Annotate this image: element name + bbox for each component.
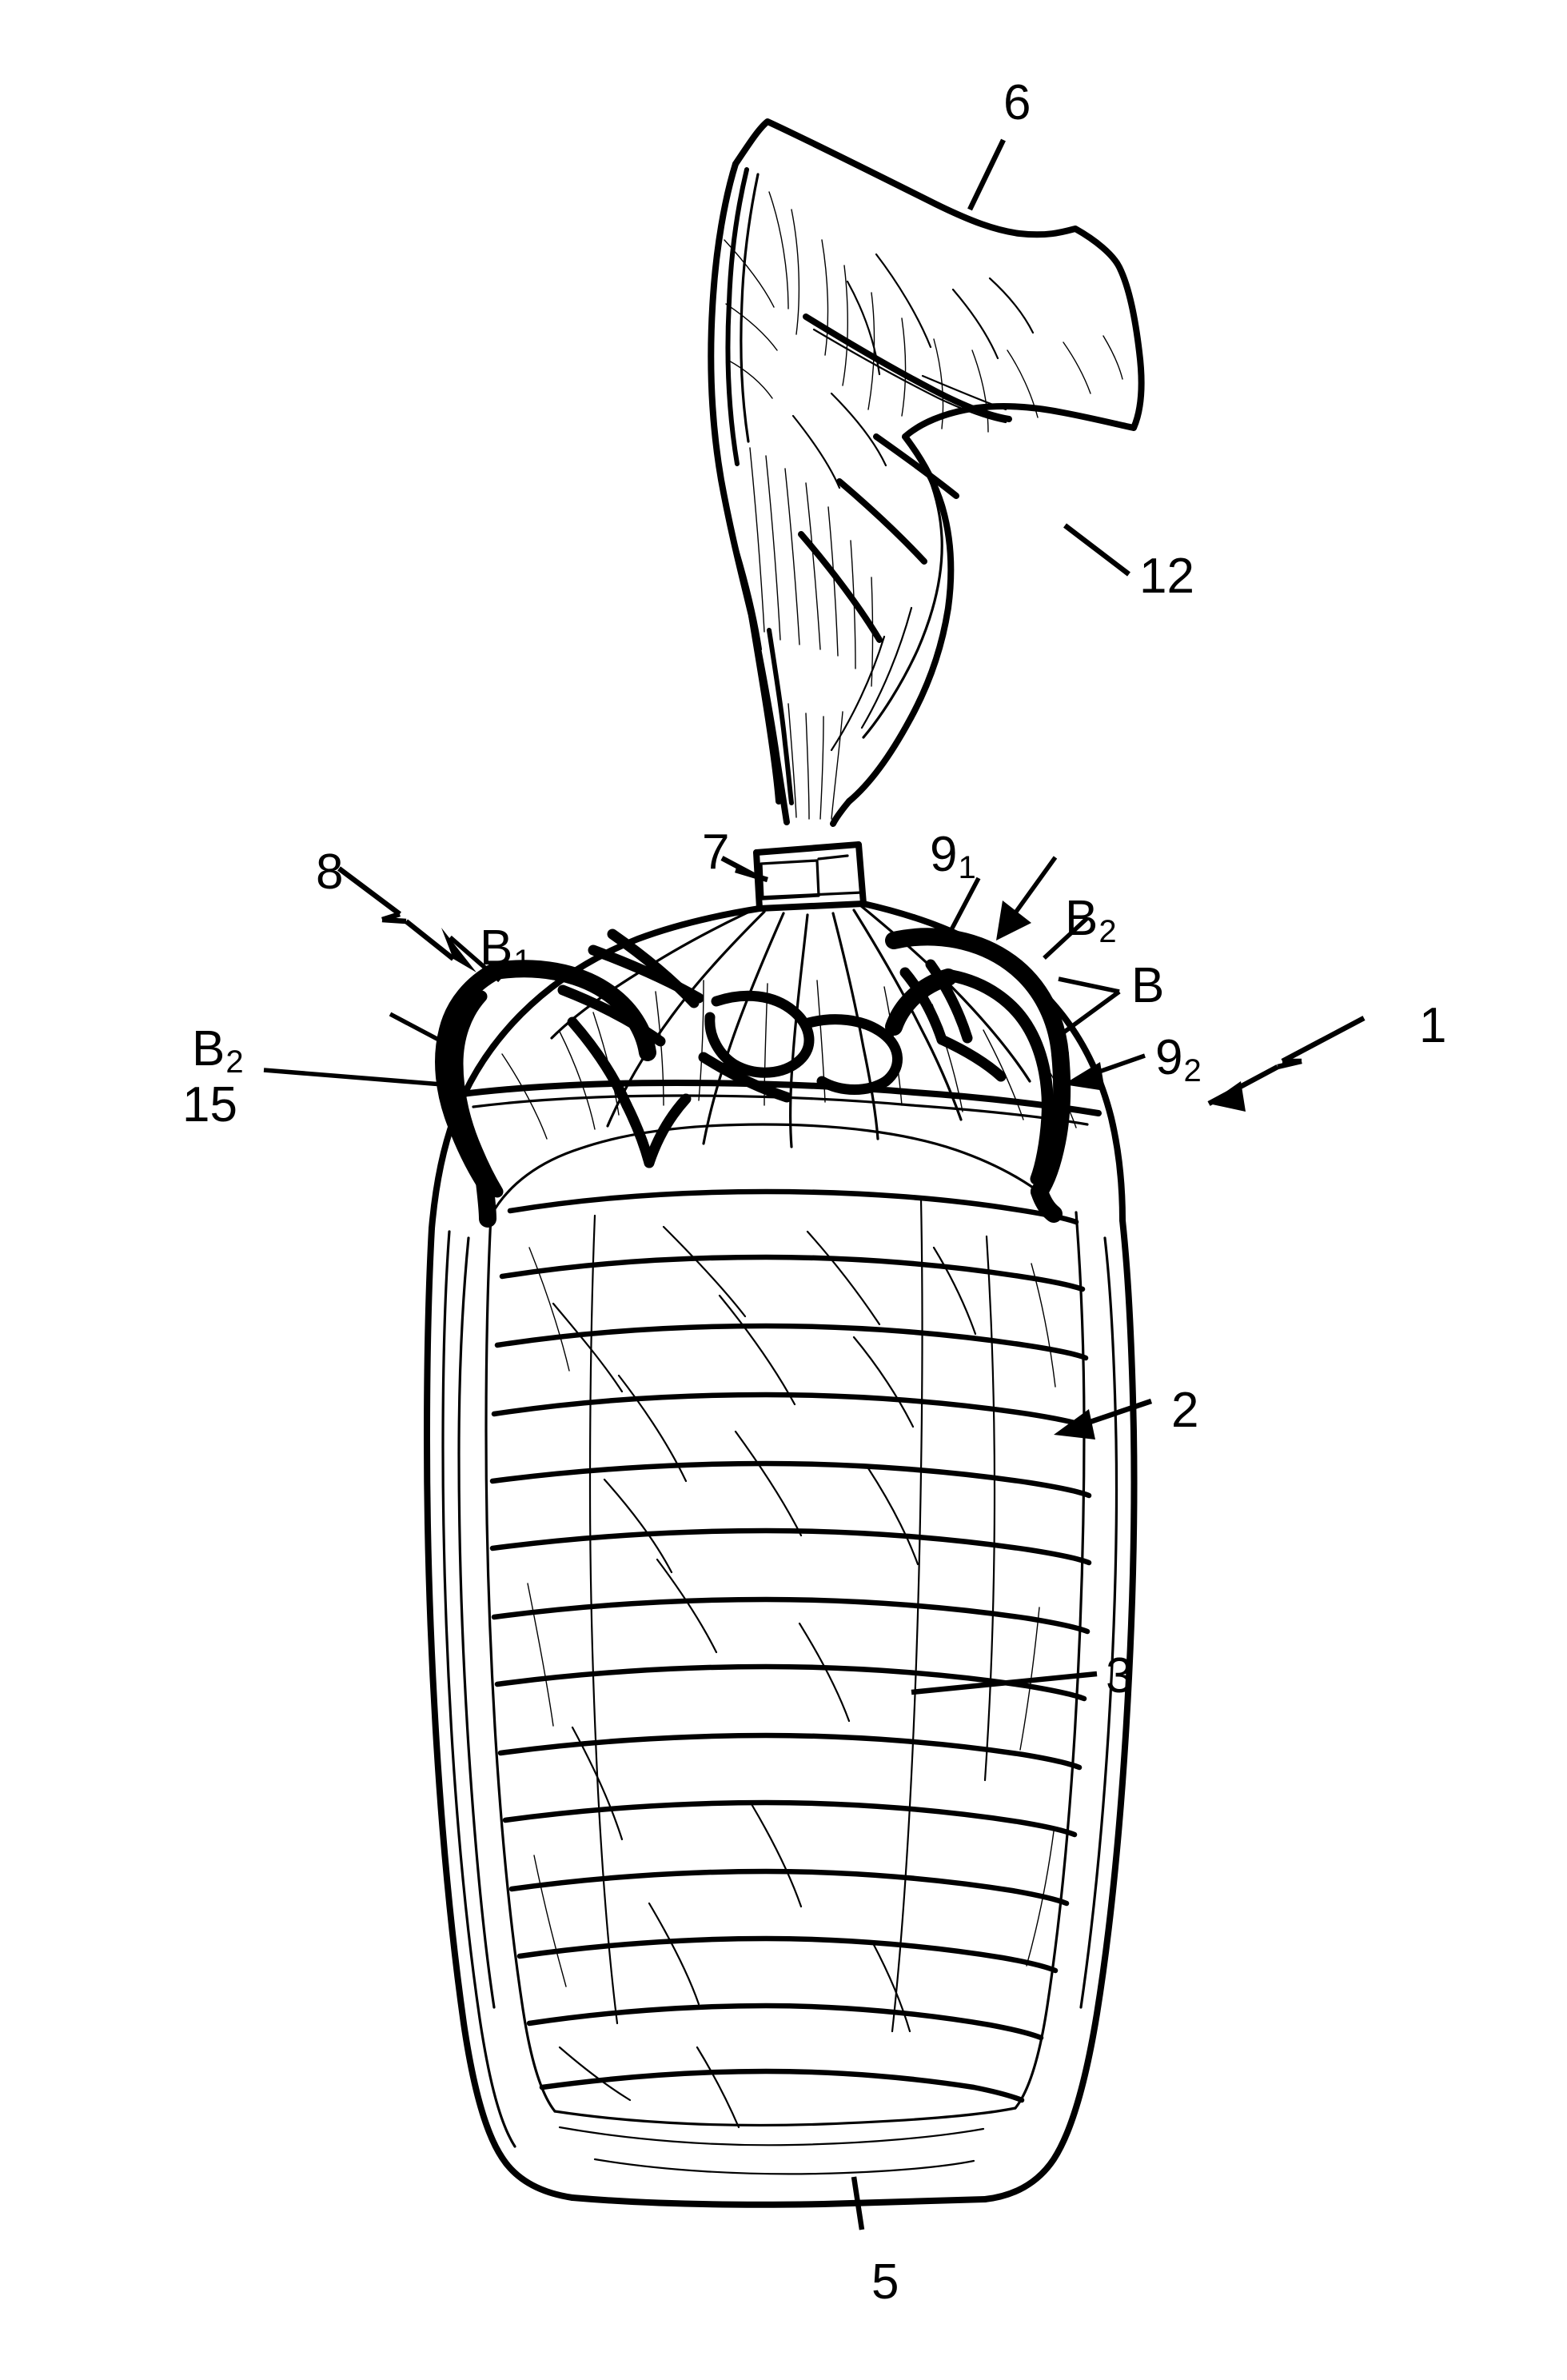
leader-15-left: [263, 1068, 463, 1088]
braided-cord-pattern: [557, 928, 1007, 1168]
leader-B2-right: [945, 877, 981, 939]
leader-9-2: [996, 856, 1058, 940]
bread-slices: [489, 1188, 1092, 2103]
ref-label-3: 3: [1106, 1648, 1134, 1703]
leader-lines: [263, 138, 1366, 2230]
leader-3: [911, 1671, 1098, 1695]
ref-label-B2-left: B1: [480, 920, 532, 979]
ref-label-2: 2: [1171, 1383, 1199, 1438]
ref-label-6: 6: [1003, 75, 1031, 130]
leader-15-right: [1052, 976, 1121, 1042]
ref-label-15-right: B: [1131, 958, 1165, 1013]
bag-body-and-loaf: [424, 1123, 1138, 2208]
leader-B2-left: [449, 935, 501, 983]
ref-label-B1-left: B2: [192, 1021, 244, 1080]
leader-1: [1207, 1016, 1366, 1112]
ref-label-1: 1: [1419, 998, 1447, 1053]
leader-9-1: [1063, 1053, 1146, 1091]
ref-label-B2-right: 91: [930, 827, 976, 885]
leader-12: [1063, 523, 1130, 577]
leader-6: [967, 138, 1006, 211]
bag-open-end-and-neck: [708, 118, 1145, 827]
ref-label-12: 12: [1139, 549, 1194, 604]
carrying-loops: [435, 928, 1071, 1228]
ref-label-8: 8: [316, 845, 344, 900]
leader-B1-right: [1043, 916, 1089, 960]
leader-2: [1054, 1398, 1153, 1440]
closure-clip: [753, 841, 867, 912]
leader-B1-left: [389, 1012, 461, 1053]
ref-label-15-left: 15: [182, 1077, 237, 1132]
ref-label-5: 5: [871, 2254, 899, 2310]
ref-label-B1-right: B2: [1065, 891, 1117, 949]
ref-label-7: 7: [702, 825, 730, 880]
ref-label-9-1: 92: [1155, 1030, 1202, 1088]
leader-5: [851, 2176, 865, 2230]
ref-label-9-2: [1038, 809, 1039, 863]
leader-8: [337, 866, 476, 972]
